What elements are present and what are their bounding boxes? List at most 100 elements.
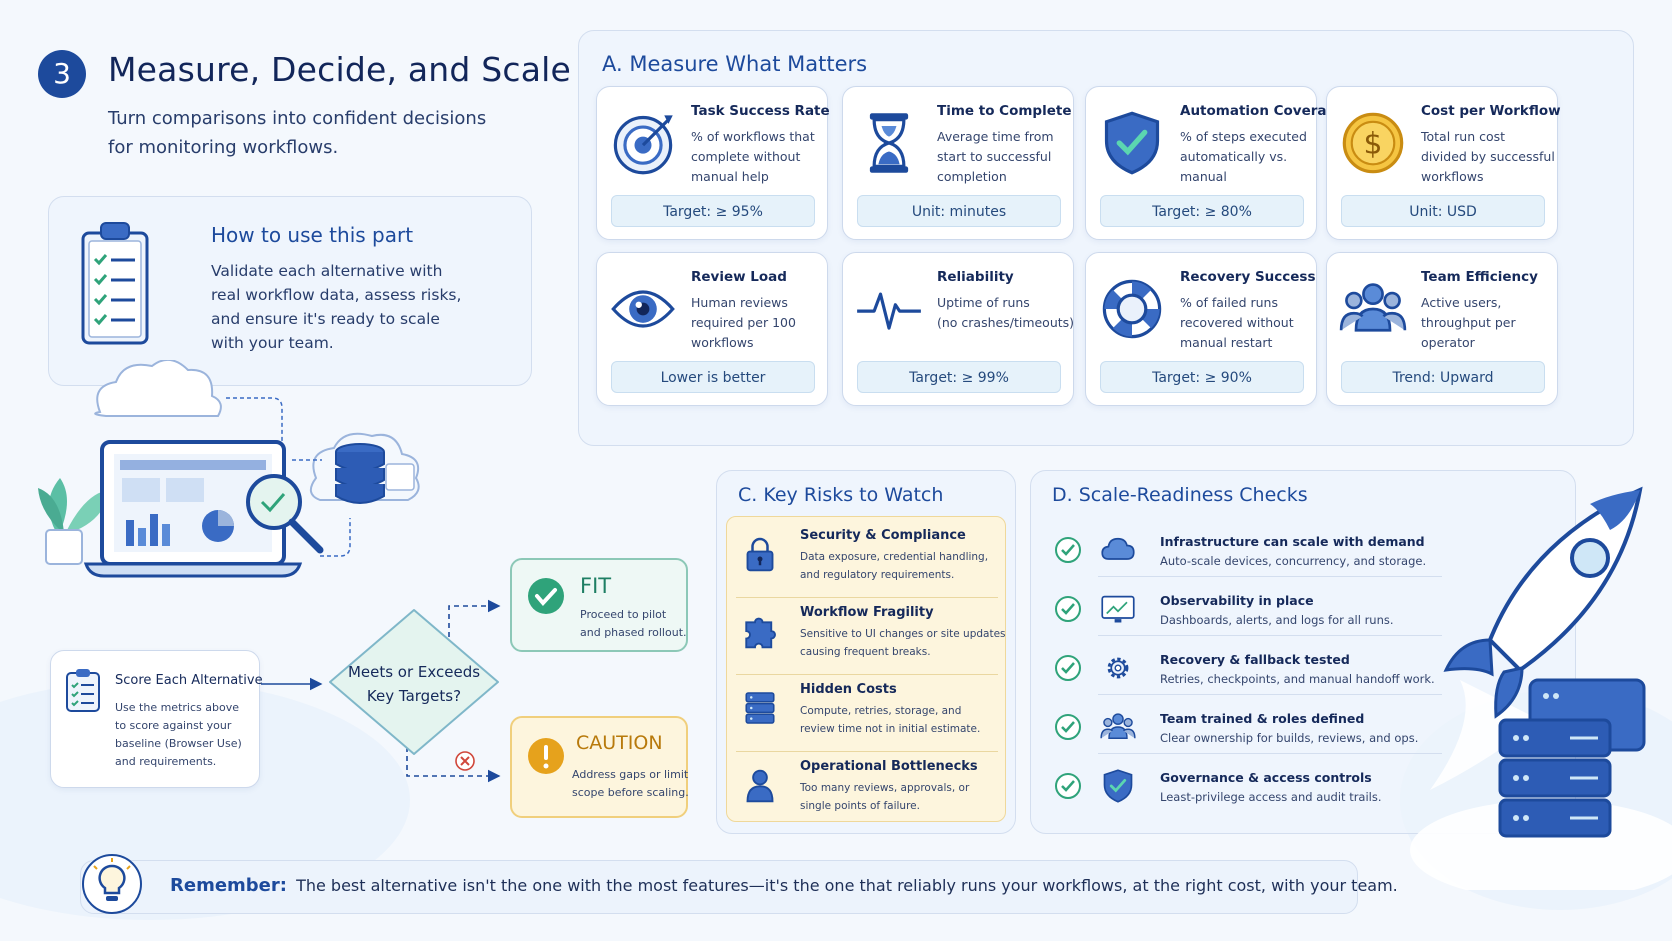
caution-text: Address gaps or limit scope before scali… <box>572 766 689 802</box>
risk-description: Compute, retries, storage, and review tim… <box>800 702 980 738</box>
metric-description-line: automatically vs. <box>1180 149 1288 164</box>
check-circle-icon <box>1054 595 1082 623</box>
risk-description: Too many reviews, approvals, or single po… <box>800 779 969 815</box>
caution-line: scope before scaling. <box>572 786 689 799</box>
how-to-title: How to use this part <box>211 223 414 247</box>
check-title: Recovery & fallback tested <box>1160 652 1350 667</box>
score-title: Score Each Alternative <box>115 673 263 688</box>
metric-target-pill: Target: ≥ 99% <box>857 361 1061 393</box>
check-circle-icon <box>1054 713 1082 741</box>
caution-title: CAUTION <box>576 732 663 754</box>
metric-target-pill: Target: ≥ 80% <box>1100 195 1304 227</box>
check-circle-icon <box>1054 536 1082 564</box>
monitor-chart-icon <box>1100 591 1136 627</box>
how-to-line: with your team. <box>211 334 334 352</box>
score-line: to score against your <box>115 719 232 732</box>
pulse-icon <box>855 275 923 343</box>
check-title: Observability in place <box>1160 593 1314 608</box>
metric-title: Team Efficiency <box>1421 269 1538 285</box>
fit-text: Proceed to pilot and phased rollout. <box>580 606 687 642</box>
fit-title: FIT <box>580 574 612 598</box>
metric-description: Active users, throughput per operator <box>1421 293 1516 353</box>
metric-target-pill: Lower is better <box>611 361 815 393</box>
metric-description-line: start to successful <box>937 149 1052 164</box>
x-mark-icon <box>455 751 475 771</box>
target-icon <box>609 109 677 177</box>
risk-divider <box>736 674 998 675</box>
person-icon <box>740 765 780 805</box>
risk-description-line: single points of failure. <box>800 800 920 812</box>
risk-description-line: causing frequent breaks. <box>800 646 931 658</box>
metric-title: Task Success Rate <box>691 103 830 119</box>
metric-target-pill: Unit: USD <box>1341 195 1545 227</box>
metric-description-line: Active users, <box>1421 295 1502 310</box>
rocket-illustration <box>1410 486 1672 890</box>
clipboard-icon <box>81 222 149 345</box>
metric-description-line: Uptime of runs <box>937 295 1030 310</box>
score-line: and requirements. <box>115 755 217 768</box>
shield-check-icon <box>1100 768 1136 804</box>
svg-text:$: $ <box>1364 127 1383 162</box>
metric-target-pill: Target: ≥ 95% <box>611 195 815 227</box>
risk-divider <box>736 751 998 752</box>
metric-description-line: recovered without <box>1180 315 1294 330</box>
score-line: baseline (Browser Use) <box>115 737 242 750</box>
risk-description-line: review time not in initial estimate. <box>800 723 981 735</box>
risk-description-line: Compute, retries, storage, and <box>800 705 962 717</box>
score-card: Score Each Alternative Use the metrics a… <box>50 650 263 788</box>
score-text: Use the metrics above to score against y… <box>115 699 242 771</box>
decision-label: Meets or Exceeds Key Targets? <box>322 660 506 708</box>
metric-title: Cost per Workflow <box>1421 103 1561 119</box>
check-title: Infrastructure can scale with demand <box>1160 534 1425 549</box>
risk-description-line: Too many reviews, approvals, or <box>800 782 970 794</box>
server-stack-icon <box>740 688 780 728</box>
metric-description-line: complete without <box>691 149 801 164</box>
caution-card: CAUTION Address gaps or limit scope befo… <box>510 716 689 818</box>
metric-title: Review Load <box>691 269 787 285</box>
metric-description-line: operator <box>1421 335 1475 350</box>
remember-label: Remember: <box>170 875 287 896</box>
metric-target-pill: Trend: Upward <box>1341 361 1545 393</box>
magnifier-icon <box>246 474 324 554</box>
check-divider <box>1098 635 1442 636</box>
metric-description-line: workflows <box>691 335 754 350</box>
metric-target-pill: Unit: minutes <box>857 195 1061 227</box>
metric-description-line: % of workflows that <box>691 129 815 144</box>
decision-line: Meets or Exceeds <box>347 663 481 681</box>
metric-title: Time to Complete <box>937 103 1072 119</box>
how-to-line: and ensure it's ready to scale <box>211 310 440 328</box>
metric-description-line: completion <box>937 169 1007 184</box>
metric-description-line: divided by successful <box>1421 149 1555 164</box>
team-icon <box>1339 275 1407 343</box>
check-description: Least-privilege access and audit trails. <box>1160 790 1382 804</box>
metric-description: Average time from start to successful comp… <box>937 127 1054 187</box>
check-description: Auto-scale devices, concurrency, and sto… <box>1160 554 1427 568</box>
check-divider <box>1098 694 1442 695</box>
metric-description-line: Average time from <box>937 129 1054 144</box>
check-divider <box>1098 576 1442 577</box>
check-description: Dashboards, alerts, and logs for all run… <box>1160 613 1394 627</box>
subtitle-line: for monitoring workflows. <box>108 137 339 158</box>
check-circle-icon <box>1054 654 1082 682</box>
remember-line: Remember: The best alternative isn't the… <box>170 875 1398 896</box>
check-divider <box>1098 753 1442 754</box>
metric-description-line: throughput per <box>1421 315 1516 330</box>
metric-description: Uptime of runs(no crashes/timeouts) <box>937 293 1074 333</box>
risk-title: Workflow Fragility <box>800 605 934 620</box>
risk-title: Security & Compliance <box>800 528 966 543</box>
metric-title: Automation Coverage <box>1180 103 1346 119</box>
dollar-coin-icon: $ <box>1339 109 1407 177</box>
warning-circle-icon <box>528 738 564 774</box>
